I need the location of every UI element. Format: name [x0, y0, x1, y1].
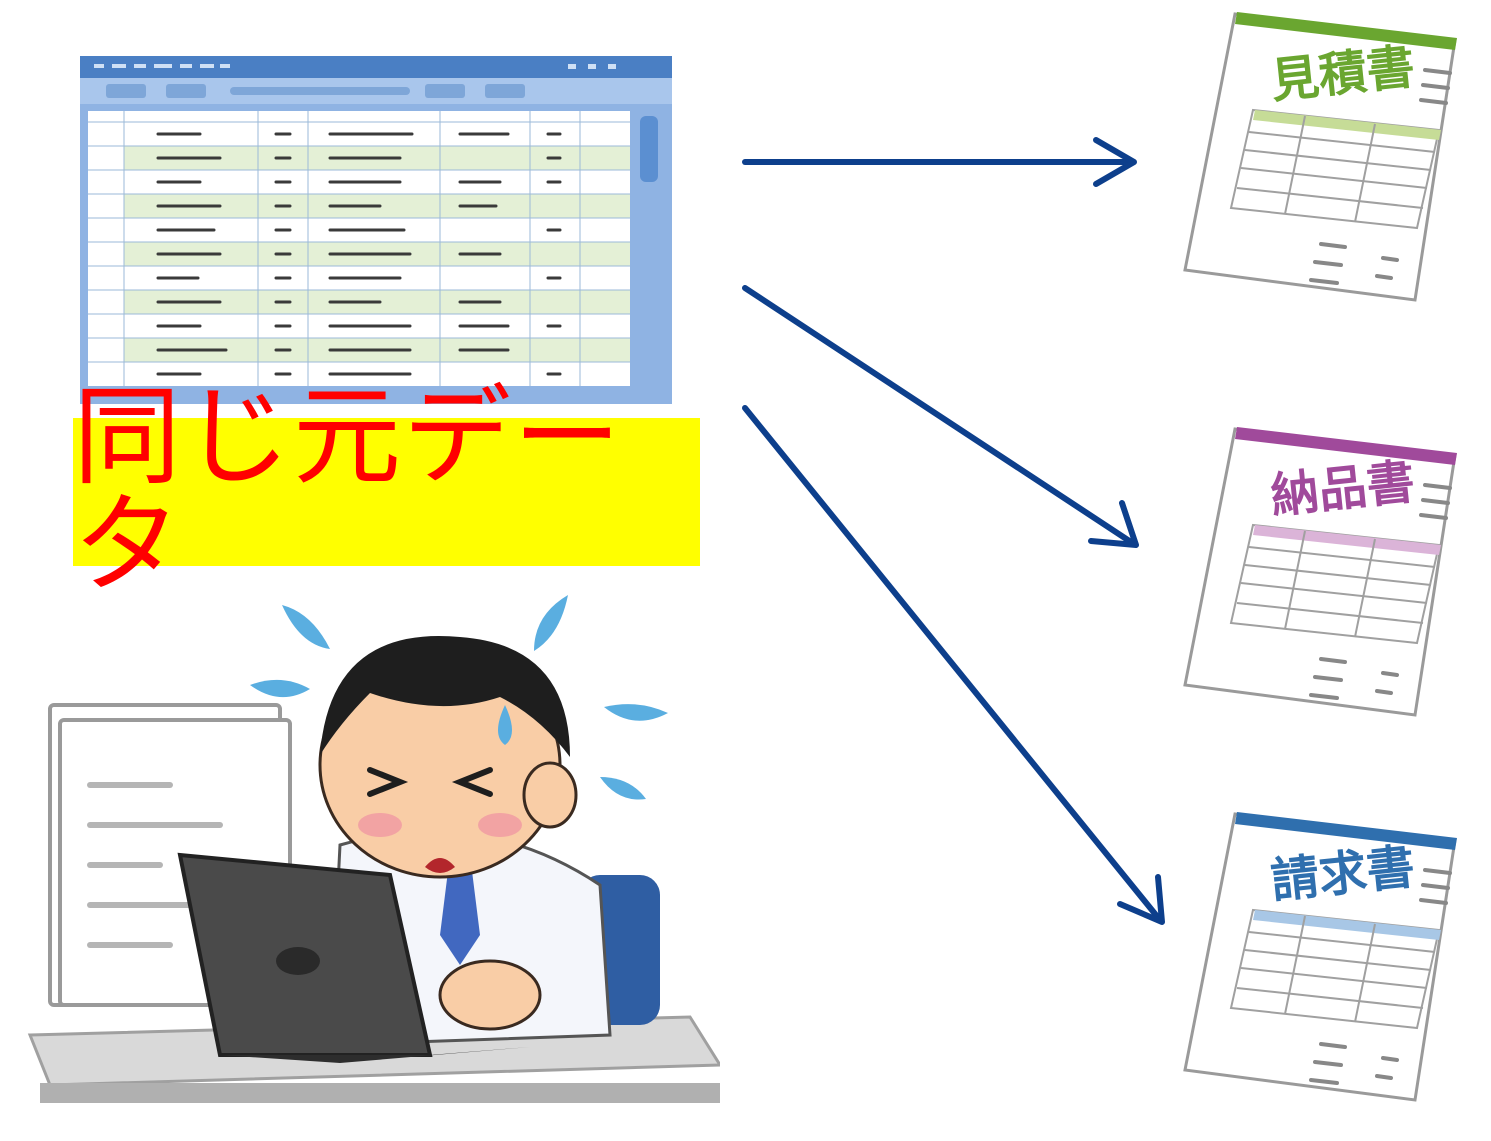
invoice-title: 請求書 [1268, 838, 1418, 910]
arrow-icon [742, 405, 1165, 925]
worker-illustration [27, 595, 720, 1103]
arrow-icon [742, 137, 1137, 187]
spreadsheet-icon [80, 56, 672, 404]
delivery-note-document-icon: 納品書 [1175, 415, 1465, 735]
delivery-note-title: 納品書 [1268, 453, 1418, 525]
arrow-icon [742, 285, 1139, 548]
estimate-document-icon: 見積書 [1175, 0, 1465, 320]
source-data-label: 同じ元データ [73, 384, 700, 600]
source-data-label-text: 同じ元データ [73, 375, 624, 608]
estimate-title: 見積書 [1268, 38, 1418, 110]
invoice-document-icon: 請求書 [1175, 800, 1465, 1120]
